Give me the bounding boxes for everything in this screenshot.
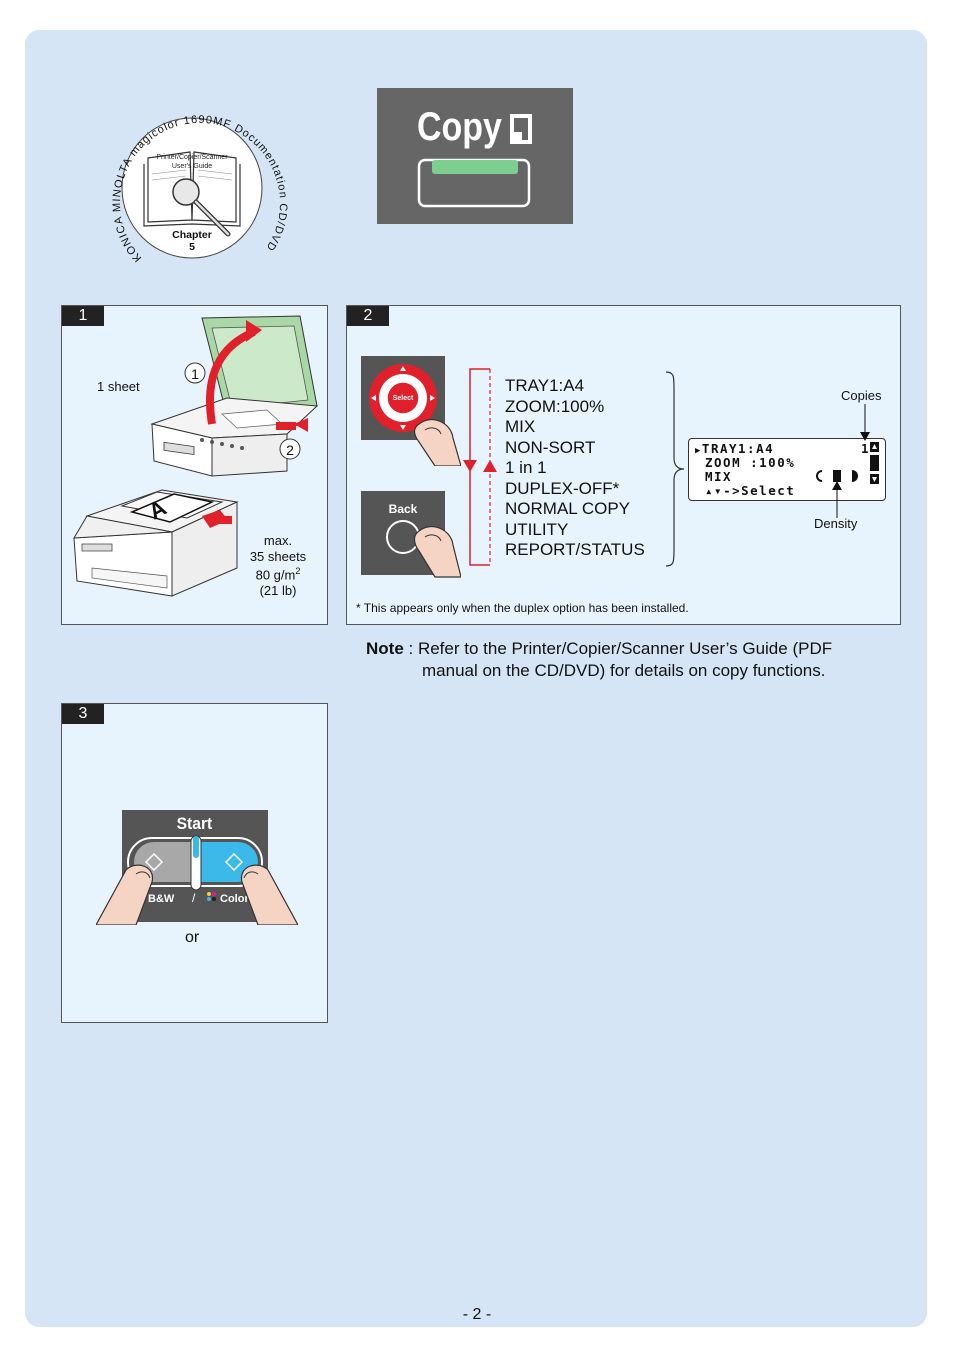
menu-scroll-indicator [463, 368, 497, 566]
documentation-cd-badge: KONICA MINOLTA magicolor 1690MF Document… [111, 114, 288, 264]
menu-item: NORMAL COPY [505, 499, 631, 518]
duplex-footnote: * This appears only when the duplex opti… [356, 601, 689, 615]
open-lid-arrow-icon [205, 328, 256, 425]
color-label: Color [220, 893, 249, 905]
scroll-up-arrow-icon [483, 460, 497, 472]
lcd-line3: MIX [705, 469, 733, 484]
density-label: Density [814, 516, 858, 531]
menu-item: 1 in 1 [505, 458, 547, 477]
place-document-arrow-icon [294, 418, 308, 432]
menu-item: TRAY1:A4 [505, 376, 585, 395]
lcd-line1: TRAY1:A4 [701, 441, 775, 456]
adf-copier-icon: A [73, 489, 239, 597]
density-pointer-icon [832, 481, 842, 518]
copy-menu-list: TRAY1:A4 ZOOM:100% MIX NON-SORT 1 in 1 D… [505, 376, 645, 561]
adf-label-line2: 35 sheets [249, 548, 307, 564]
lcd-line1-wrap: ▶TRAY1:A4 [695, 442, 774, 458]
back-key-illustration: Back [361, 491, 461, 578]
down-arrow-icon [400, 425, 406, 430]
menu-item: REPORT/STATUS [505, 540, 645, 559]
adf-label-sup: 2 [295, 566, 301, 576]
magnifier-icon [172, 178, 200, 206]
note-line1: Refer to the Printer/Copier/Scanner User… [417, 639, 833, 658]
finger-icon [413, 419, 461, 466]
step1-number: 1 [62, 306, 104, 326]
or-label: or [185, 929, 200, 946]
color-dots-icon [207, 892, 216, 901]
cursor-icon: ▶ [695, 446, 702, 456]
lcd-line2: ZOOM :100% [705, 455, 796, 470]
copies-scroll-icon [870, 442, 879, 484]
chapter-number: 5 [189, 241, 195, 253]
copy-key-led [432, 160, 518, 174]
lcd-line4-wrap: ▴▾->Select [705, 484, 795, 498]
slash-label: / [192, 891, 196, 905]
book-title-line1: Printer/Copier/Scanner [156, 154, 228, 161]
start-indicator-led [193, 836, 199, 858]
adf-label-line3: 80 g/m [255, 567, 296, 583]
copies-label: Copies [841, 388, 882, 403]
note-label: Note [366, 639, 404, 658]
page-number: - 2 - [462, 1306, 492, 1323]
finger-icon [413, 526, 461, 578]
lcd-display: ▶TRAY1:A4 ZOOM :100% MIX ▴▾->Select 1 [688, 438, 886, 501]
copy-key-illustration: Copy [377, 88, 573, 224]
flatbed-label: 1 sheet [97, 379, 140, 394]
color-start-icon [224, 852, 244, 872]
back-key-label: Back [389, 502, 418, 516]
copy-key-label: Copy [417, 103, 502, 148]
density-indicator-icon [816, 470, 858, 482]
chapter-label: Chapter [172, 229, 212, 241]
menu-item: MIX [505, 417, 536, 436]
adf-label-line1: max. [263, 533, 293, 548]
step1-panel: 1 1 2 A [61, 305, 328, 625]
menu-item: ZOOM:100% [505, 396, 605, 416]
select-key-label: Select [393, 395, 414, 402]
select-key-illustration: Select [361, 356, 461, 466]
lcd-copies-value: 1 [861, 441, 871, 456]
menu-item: NON-SORT [505, 437, 596, 457]
menu-item: DUPLEX-OFF* [505, 478, 620, 498]
note-block: Note : Refer to the Printer/Copier/Scann… [366, 638, 832, 682]
adf-label-line3-wrap: 80 g/m2 [242, 564, 314, 583]
scroll-down-arrow-icon [463, 460, 477, 472]
left-finger-icon [96, 864, 154, 925]
step2-number: 2 [347, 306, 389, 326]
menu-brace [665, 371, 685, 567]
select-key-button [386, 381, 420, 415]
adf-label-line4: (21 lb) [259, 582, 297, 598]
start-label: Start [177, 814, 213, 833]
adf-capacity-label: max. 35 sheets 80 g/m2 (21 lb) [242, 533, 314, 598]
up-arrow-icon [400, 366, 406, 371]
menu-item: UTILITY [505, 519, 569, 539]
bw-label: B&W [148, 893, 175, 905]
note-separator: : [403, 639, 418, 658]
callout-2: 2 [286, 442, 294, 458]
flatbed-scanner-icon [150, 315, 319, 477]
copies-pointer-icon [860, 404, 870, 441]
start-keys-illustration: Start B&W / Color [96, 810, 298, 925]
step1-illustration: 1 2 A [73, 315, 319, 597]
step3-number: 3 [62, 704, 104, 724]
right-arrow-icon [430, 395, 435, 401]
lcd-arrow-keys-icon: ▴▾ [705, 483, 724, 498]
right-finger-icon [240, 864, 298, 925]
bw-start-icon [144, 852, 164, 872]
left-arrow-icon [371, 395, 376, 401]
note-line2: manual on the CD/DVD) for details on cop… [422, 661, 826, 680]
callout-1: 1 [191, 366, 199, 382]
book-title-line2: User's Guide [172, 163, 212, 170]
lcd-line4: ->Select [723, 483, 796, 498]
note-line1-wrap: Note : Refer to the Printer/Copier/Scann… [366, 638, 832, 660]
